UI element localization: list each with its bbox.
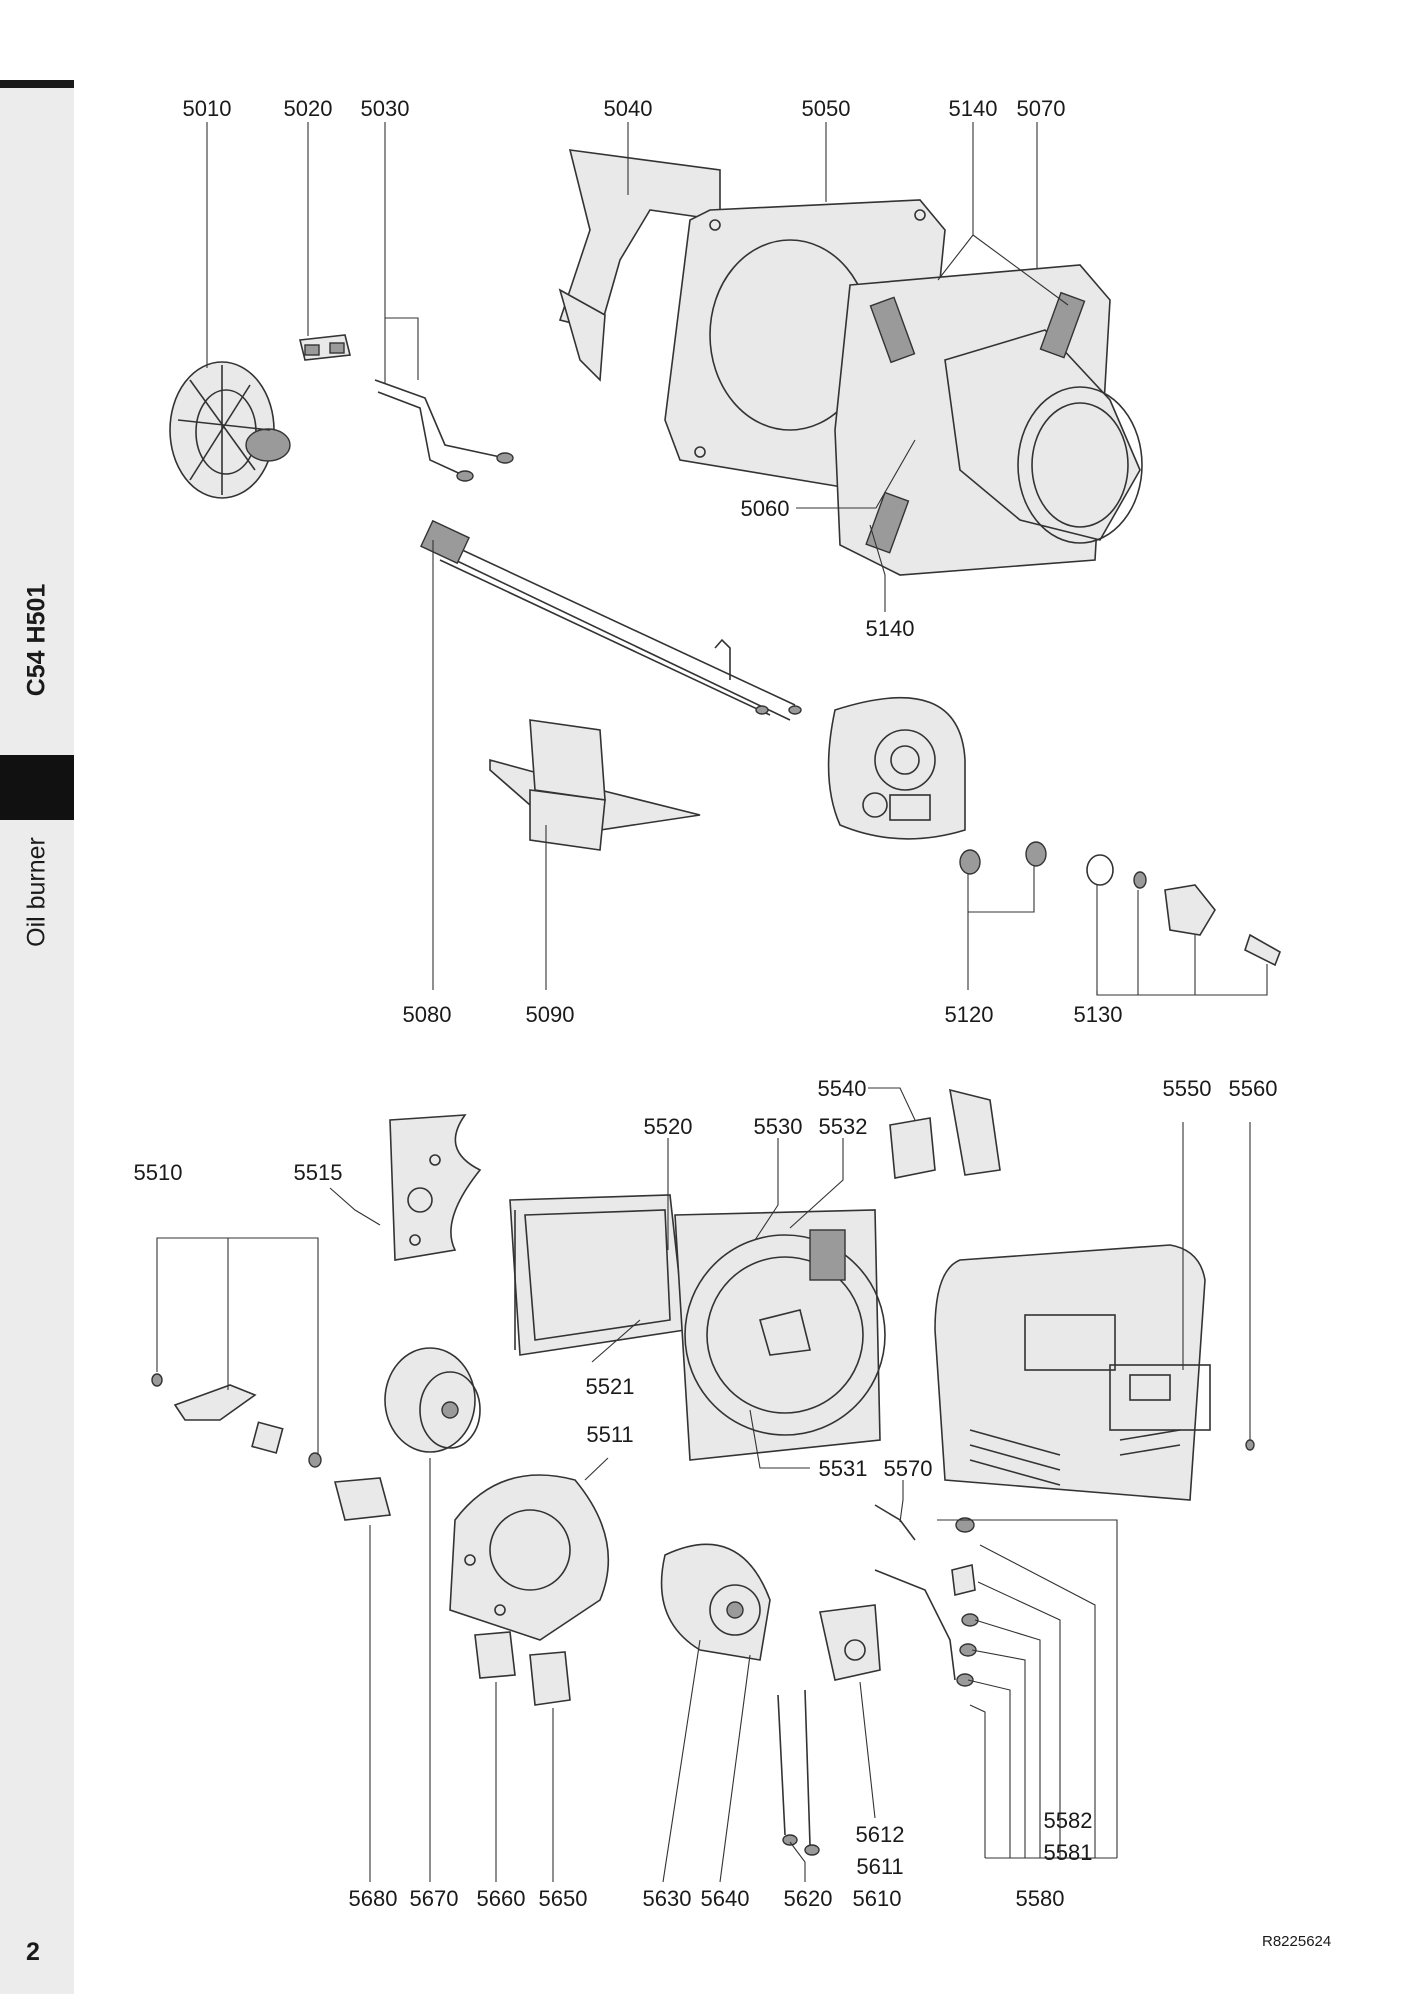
callout-5532: 5532 bbox=[819, 1114, 868, 1139]
part-5520-control-housing bbox=[509, 1194, 686, 1356]
part-5130-nozzle-set bbox=[1086, 854, 1281, 967]
callout-5530: 5530 bbox=[754, 1114, 803, 1139]
callout-5030: 5030 bbox=[361, 96, 410, 121]
callout-5581: 5581 bbox=[1044, 1840, 1093, 1865]
callout-5010: 5010 bbox=[183, 96, 232, 121]
part-5680-capacitor bbox=[333, 1477, 392, 1521]
callout-5070: 5070 bbox=[1017, 96, 1066, 121]
part-5010-turbulator-disc bbox=[169, 361, 291, 499]
sidebar-background bbox=[0, 80, 74, 1994]
callout-5570: 5570 bbox=[884, 1456, 933, 1481]
page-number: 2 bbox=[26, 1938, 40, 1966]
callout-5620: 5620 bbox=[784, 1886, 833, 1911]
callout-5650: 5650 bbox=[539, 1886, 588, 1911]
callout-5140-bottom: 5140 bbox=[866, 616, 915, 641]
part-5510-air-inlet bbox=[151, 1373, 322, 1468]
callout-5510: 5510 bbox=[134, 1160, 183, 1185]
callout-5140-top: 5140 bbox=[949, 96, 998, 121]
callout-5640: 5640 bbox=[701, 1886, 750, 1911]
sidebar-top-bar bbox=[0, 80, 74, 88]
part-5540-ignition-transformer bbox=[889, 1088, 1001, 1179]
callout-5610: 5610 bbox=[853, 1886, 902, 1911]
callout-5040: 5040 bbox=[604, 96, 653, 121]
part-5090-baffle bbox=[489, 719, 701, 851]
part-5040-air-guide bbox=[558, 149, 721, 382]
callout-5060: 5060 bbox=[741, 496, 790, 521]
callout-5540: 5540 bbox=[818, 1076, 867, 1101]
part-5610-oil-pump bbox=[819, 1604, 881, 1681]
part-5030-electrodes bbox=[374, 379, 514, 482]
callout-5612: 5612 bbox=[856, 1822, 905, 1847]
callout-5580: 5580 bbox=[1016, 1886, 1065, 1911]
part-5511-air-damper bbox=[449, 1474, 610, 1641]
callout-5050: 5050 bbox=[802, 96, 851, 121]
callout-5582: 5582 bbox=[1044, 1808, 1093, 1833]
callout-5520: 5520 bbox=[644, 1114, 693, 1139]
callout-5660: 5660 bbox=[477, 1886, 526, 1911]
callout-5120: 5120 bbox=[945, 1002, 994, 1027]
sidebar-black-tab bbox=[0, 755, 74, 820]
callout-5130: 5130 bbox=[1074, 1002, 1123, 1027]
callout-5670: 5670 bbox=[410, 1886, 459, 1911]
part-5070-burner-head bbox=[834, 264, 1143, 576]
callout-5511: 5511 bbox=[586, 1422, 633, 1447]
part-5670-fan-wheel bbox=[384, 1347, 481, 1453]
callout-5680: 5680 bbox=[349, 1886, 398, 1911]
callout-5020: 5020 bbox=[284, 96, 333, 121]
part-5570-oil-line bbox=[874, 1504, 956, 1681]
part-5660-5650-pressure-switch bbox=[474, 1631, 571, 1706]
part-5630-5640-motor bbox=[660, 1543, 771, 1661]
callout-5531: 5531 bbox=[819, 1456, 868, 1481]
part-5550-burner-cover bbox=[934, 1244, 1211, 1501]
part-5530-fan-housing bbox=[674, 1209, 886, 1461]
callout-5080: 5080 bbox=[403, 1002, 452, 1027]
callout-5521: 5521 bbox=[586, 1374, 635, 1399]
part-5080-nozzle-holder bbox=[420, 519, 802, 721]
callout-5630: 5630 bbox=[643, 1886, 692, 1911]
callout-5550: 5550 bbox=[1163, 1076, 1212, 1101]
part-5120-fittings bbox=[959, 841, 1047, 875]
callout-5560: 5560 bbox=[1229, 1076, 1278, 1101]
part-5620-oil-hoses bbox=[777, 1689, 820, 1856]
callout-5611: 5611 bbox=[856, 1854, 903, 1879]
reference-code: R8225624 bbox=[1262, 1933, 1332, 1950]
part-5580-fittings bbox=[951, 1517, 979, 1687]
part-5020-ignition-bracket bbox=[299, 334, 351, 361]
part-fan-housing-cover bbox=[827, 696, 966, 840]
callout-5515: 5515 bbox=[294, 1160, 343, 1185]
callout-5090: 5090 bbox=[526, 1002, 575, 1027]
part-5560-screw bbox=[1245, 1439, 1255, 1451]
part-5515-mounting-plate bbox=[389, 1114, 482, 1261]
